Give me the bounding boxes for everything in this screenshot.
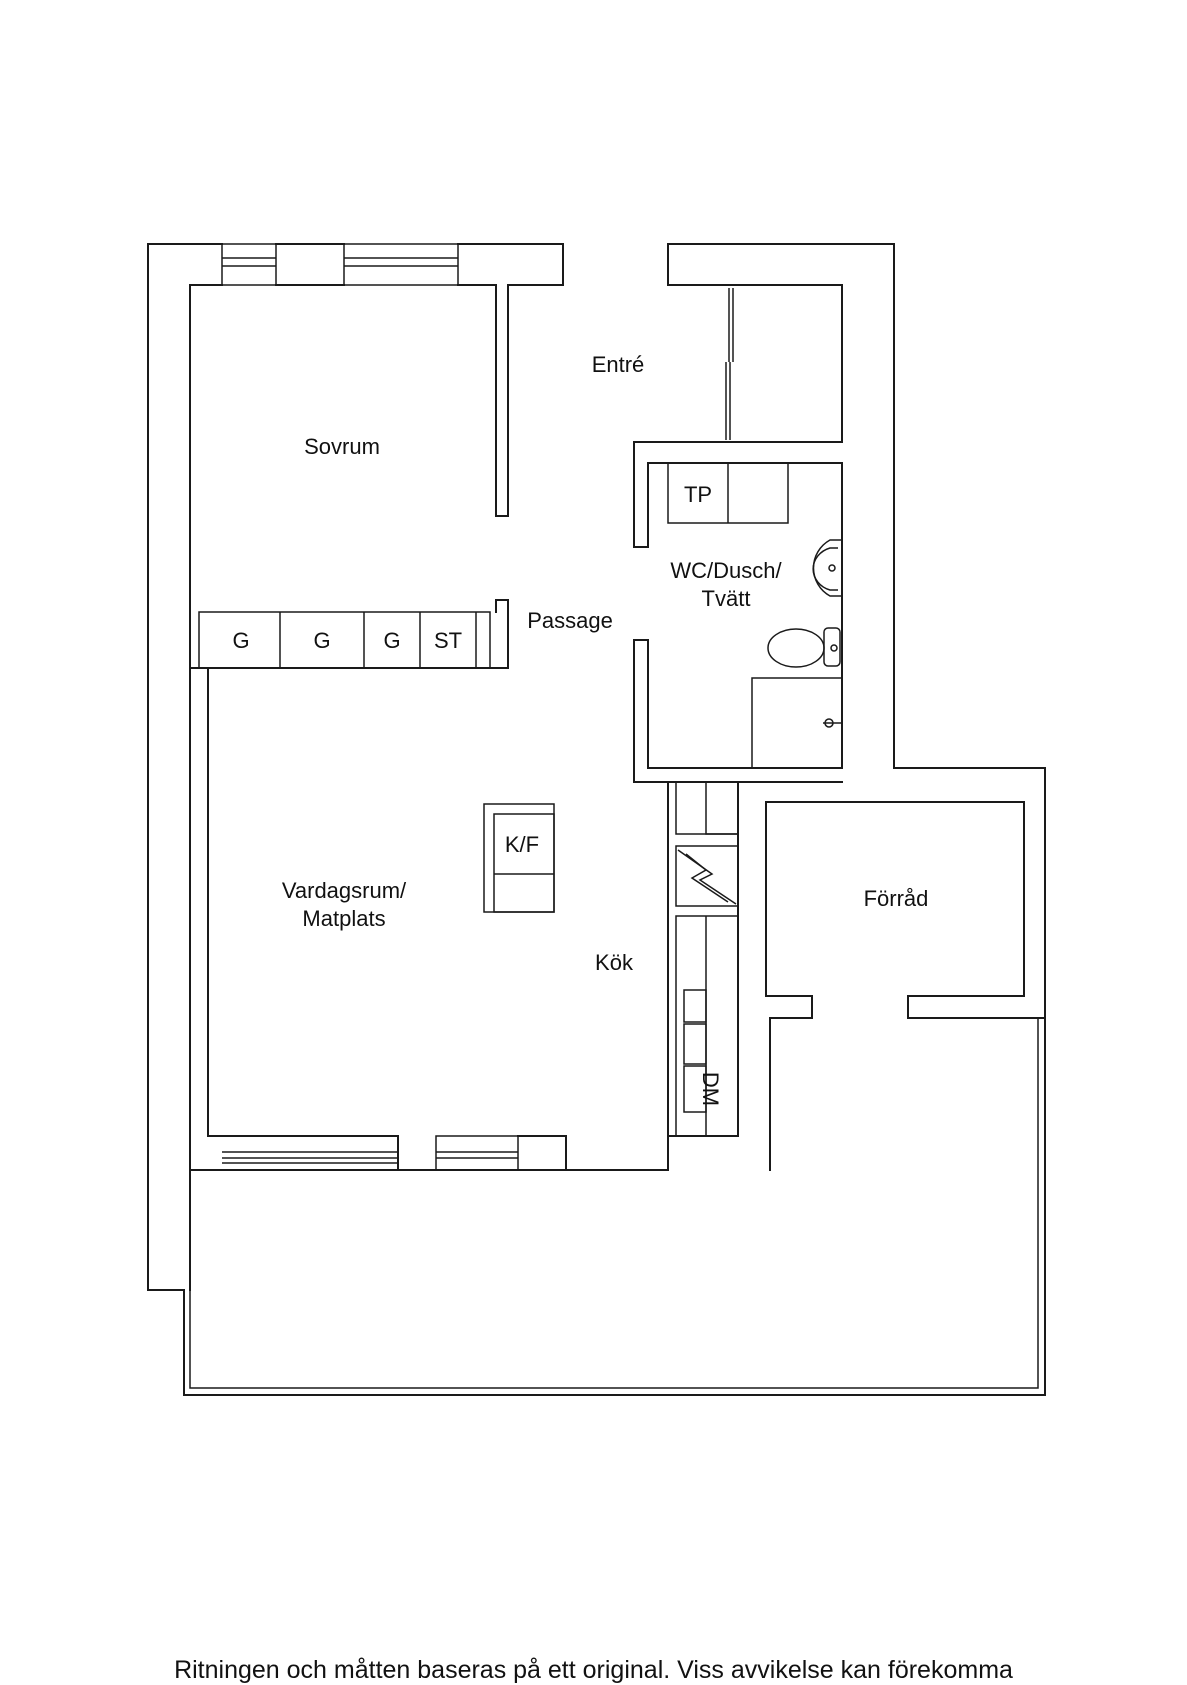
sink-icon xyxy=(812,539,842,597)
entrance-closet xyxy=(725,288,734,440)
bathroom-fixtures xyxy=(667,462,843,769)
room-label-sovrum: Sovrum xyxy=(304,434,380,459)
fixture-label-dishwasher: DM xyxy=(698,1072,723,1106)
stove-icon xyxy=(675,845,739,907)
room-label-wc-line2: Tvätt xyxy=(702,586,751,611)
window-bottom xyxy=(221,1135,567,1171)
toilet-icon xyxy=(767,627,841,668)
balcony xyxy=(147,1017,1046,1396)
shower-icon xyxy=(751,677,843,769)
window-top-middle xyxy=(343,243,459,286)
bedroom-wardrobes xyxy=(198,611,491,669)
fixture-label-wardrobe-3: G xyxy=(383,628,400,653)
room-label-forrad: Förråd xyxy=(864,886,929,911)
kitchen-counter xyxy=(667,781,739,1137)
fixture-label-wardrobe-1: G xyxy=(232,628,249,653)
room-label-passage: Passage xyxy=(527,608,613,633)
fixture-label-wardrobe-2: G xyxy=(313,628,330,653)
fixture-label-fridge-freezer: K/F xyxy=(505,832,539,857)
room-label-vardagsrum-line1: Vardagsrum/ xyxy=(282,878,407,903)
fixture-label-storage: ST xyxy=(434,628,462,653)
outer-walls xyxy=(147,243,1046,1291)
room-label-wc-line1: WC/Dusch/ xyxy=(670,558,782,583)
fixture-label-tp: TP xyxy=(684,482,712,507)
fridge-freezer xyxy=(483,803,555,913)
storage-room xyxy=(765,801,1025,1019)
room-label-entre: Entré xyxy=(592,352,645,377)
disclaimer-text: Ritningen och måtten baseras på ett orig… xyxy=(174,1656,1013,1684)
room-label-vardagsrum-line2: Matplats xyxy=(302,906,385,931)
window-top-left xyxy=(221,243,277,286)
room-label-kok: Kök xyxy=(595,950,634,975)
